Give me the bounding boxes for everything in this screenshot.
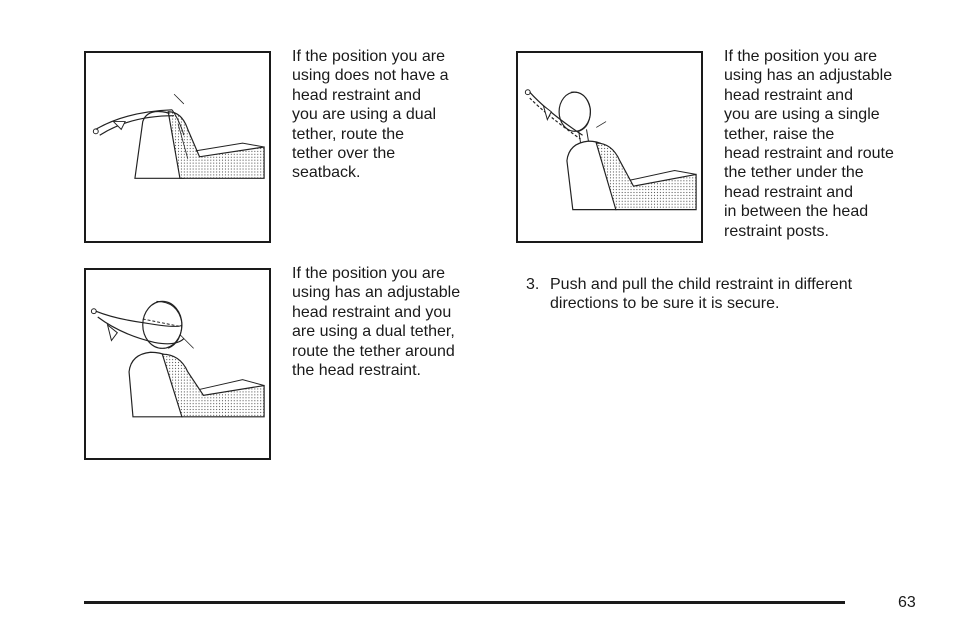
- single-tether-under-head-restraint-illustration: [516, 51, 703, 243]
- seat-dual-tether-headrest-drawing: [90, 300, 265, 418]
- step-text: Push and pull the child restraint in dif…: [550, 276, 853, 313]
- footer-rule: [84, 601, 845, 604]
- seatback-dual-tether-illustration: [84, 51, 271, 243]
- fig1-description: If the position you are using does not h…: [292, 48, 449, 182]
- seat-with-headrest-drawing: [524, 89, 697, 211]
- step-number: 3.: [526, 276, 540, 293]
- seat-drawing: [92, 93, 265, 179]
- fig3-description: If the position you are using has an adj…: [292, 265, 461, 380]
- dual-tether-around-head-restraint-illustration: [84, 268, 271, 460]
- page-number: 63: [898, 594, 916, 611]
- fig2-description: If the position you are using has an adj…: [724, 48, 894, 240]
